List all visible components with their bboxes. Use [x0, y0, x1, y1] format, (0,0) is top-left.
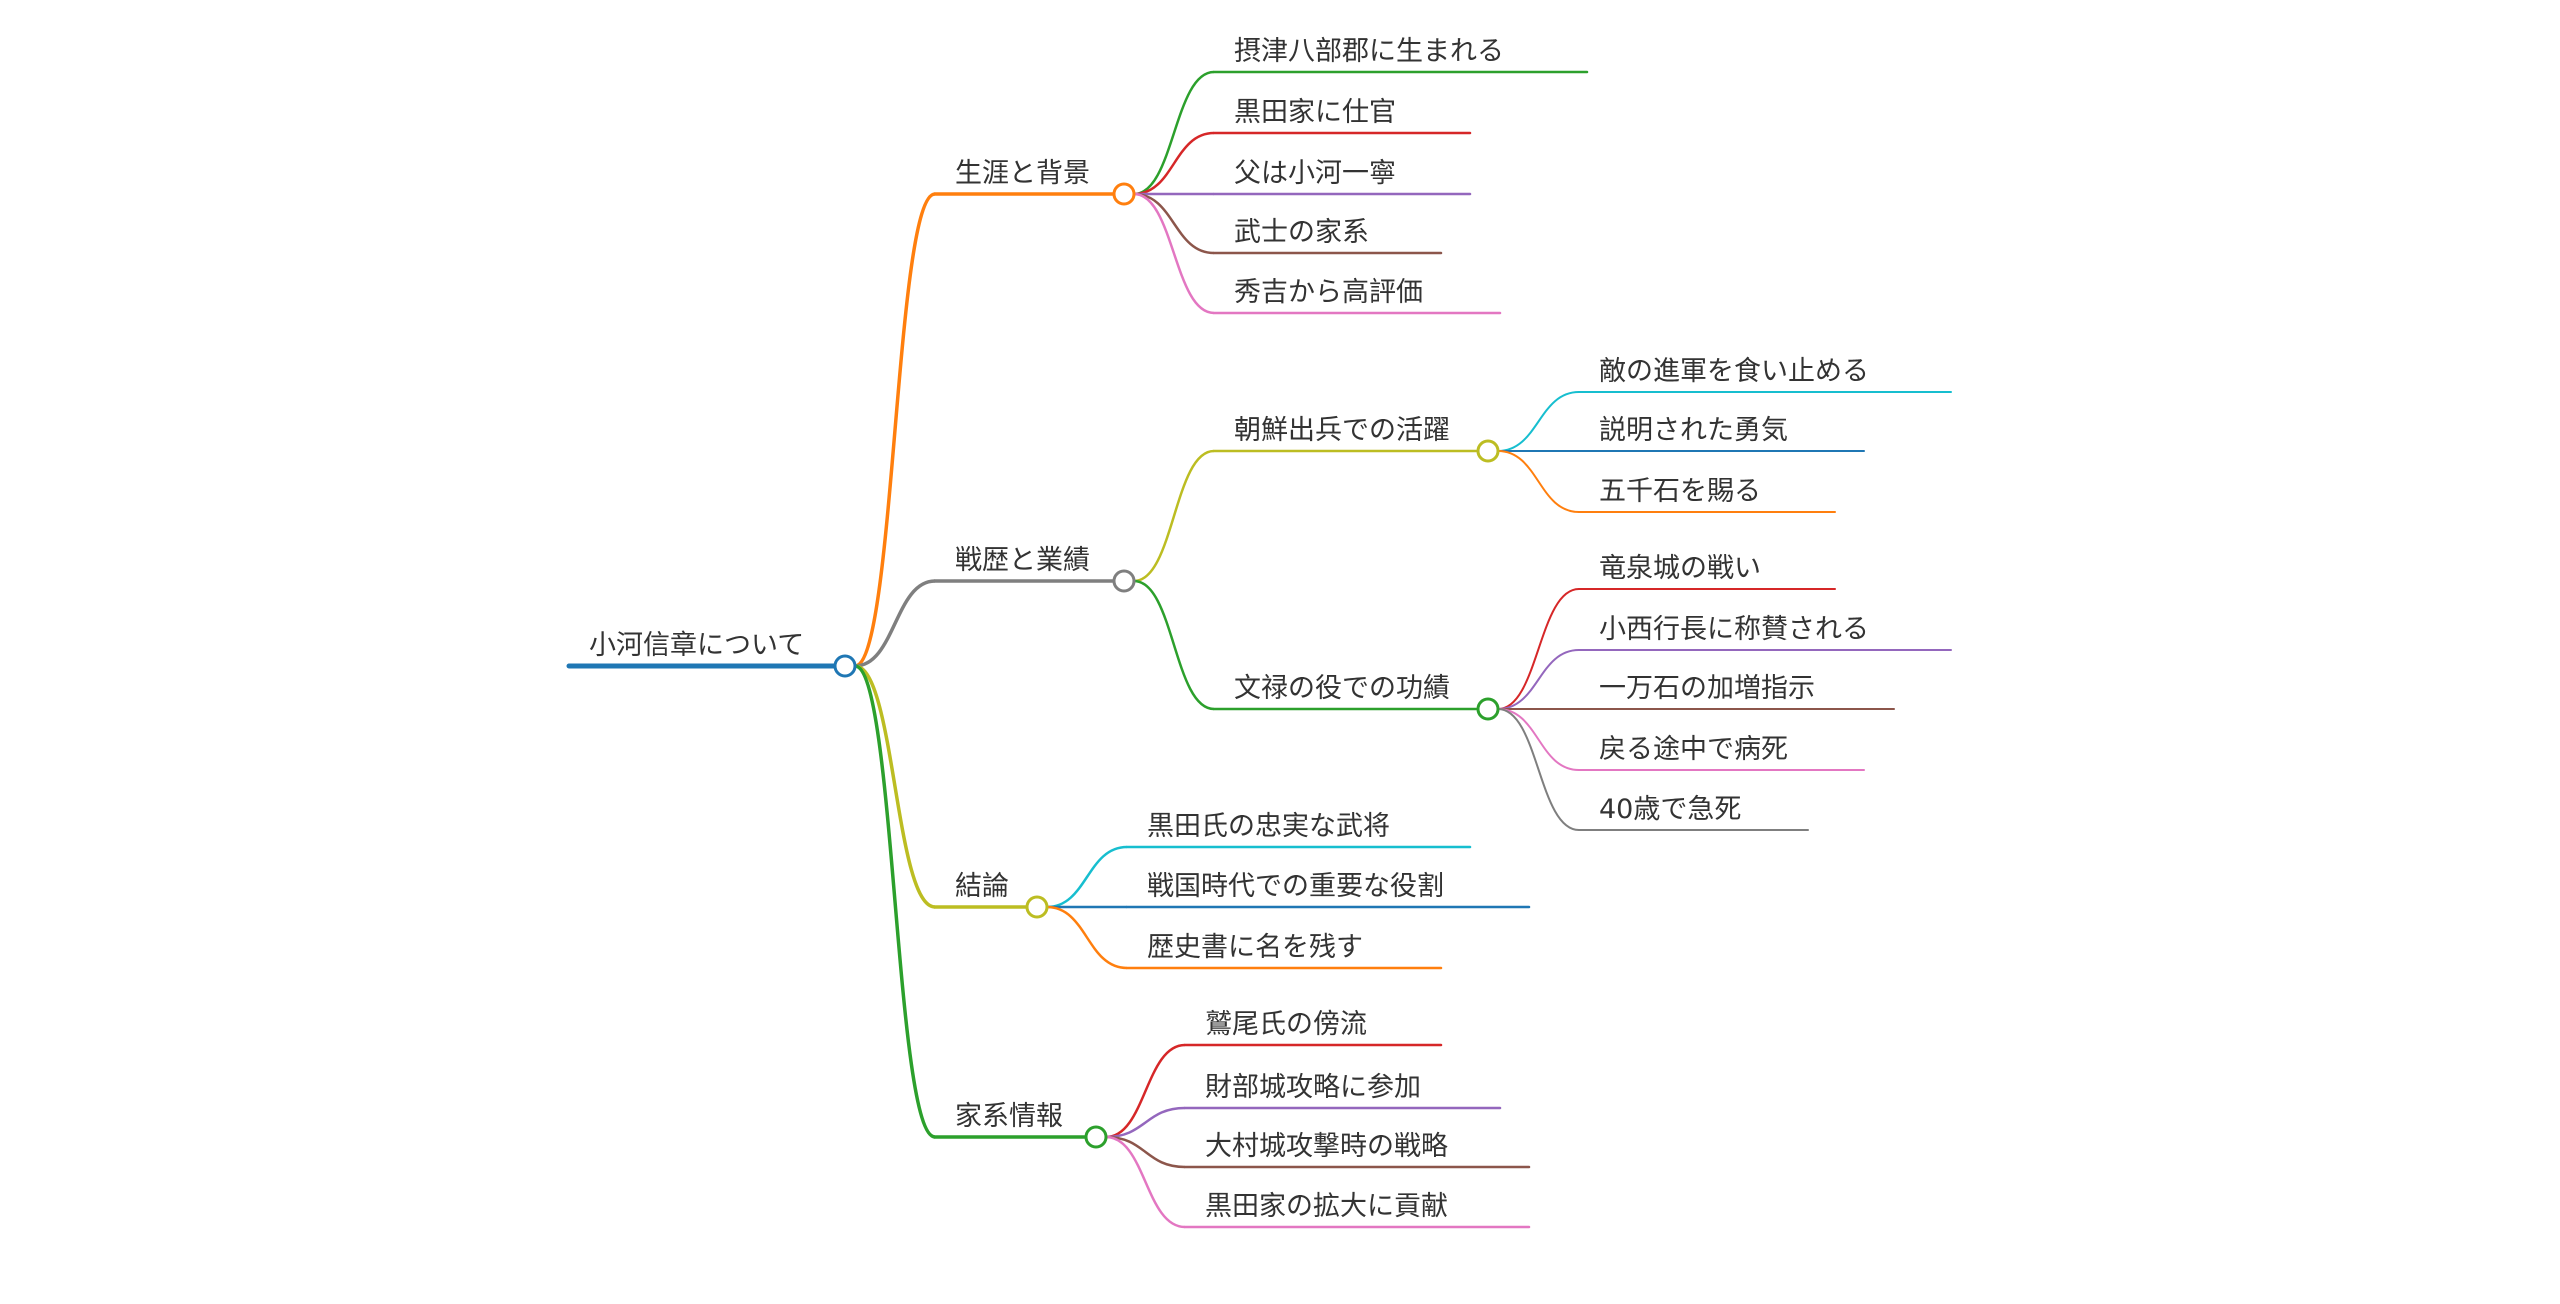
node-label-level2[interactable]: 黒田家に仕官 — [1234, 97, 1396, 128]
branch-connector — [1497, 588, 1580, 710]
collapse-toggle[interactable] — [1084, 1125, 1108, 1149]
branch-connector — [854, 664, 936, 1139]
node-label-level3[interactable]: 説明された勇気 — [1599, 415, 1788, 446]
node-label-level1[interactable]: 結論 — [955, 871, 1009, 902]
node-label-level2[interactable]: 摂津八部郡に生まれる — [1234, 36, 1504, 67]
node-label-level2[interactable]: 戦国時代での重要な役割 — [1147, 871, 1444, 902]
branch-connector — [1497, 450, 1580, 513]
node-label-level3[interactable]: 一万石の加増指示 — [1599, 673, 1815, 704]
branch-connector — [854, 664, 936, 909]
node-label-level3[interactable]: 敵の進軍を食い止める — [1599, 356, 1869, 387]
branch-connector — [1105, 1043, 1186, 1139]
node-label-level0[interactable]: 小河信章について — [589, 630, 804, 661]
node-label-level2[interactable]: 歴史書に名を残す — [1147, 932, 1363, 963]
node-label-level2[interactable]: 大村城攻撃時の戦略 — [1205, 1131, 1448, 1162]
collapse-toggle[interactable] — [1476, 697, 1500, 721]
node-label-level2[interactable]: 財部城攻略に参加 — [1205, 1072, 1421, 1103]
branch-connector — [1497, 649, 1580, 710]
node-label-level3[interactable]: 竜泉城の戦い — [1599, 553, 1761, 584]
branch-connector — [1133, 131, 1215, 196]
branch-connector — [1133, 70, 1215, 196]
branch-connector — [1133, 192, 1215, 255]
branch-connector — [1133, 449, 1215, 583]
branch-connector — [854, 579, 936, 668]
branch-connector — [1105, 1135, 1186, 1229]
node-label-level2[interactable]: 父は小河一寧 — [1234, 158, 1396, 189]
collapse-toggle[interactable] — [1112, 569, 1136, 593]
node-label-level3[interactable]: 40歳で急死 — [1599, 794, 1741, 825]
collapse-toggle[interactable] — [833, 654, 857, 678]
node-label-level2[interactable]: 黒田家の拡大に貢献 — [1205, 1191, 1448, 1222]
node-label-level2[interactable]: 鷲尾氏の傍流 — [1205, 1009, 1367, 1040]
node-label-level2[interactable]: 秀吉から高評価 — [1234, 277, 1423, 308]
branch-connector — [854, 192, 936, 668]
collapse-toggle[interactable] — [1476, 439, 1500, 463]
collapse-toggle[interactable] — [1025, 895, 1049, 919]
node-label-level2[interactable]: 朝鮮出兵での活躍 — [1234, 415, 1450, 446]
node-label-level1[interactable]: 家系情報 — [955, 1101, 1063, 1132]
node-label-level2[interactable]: 黒田氏の忠実な武将 — [1147, 811, 1390, 842]
branch-connector — [1497, 708, 1580, 771]
branch-connector — [1046, 845, 1128, 909]
branch-connector — [1133, 579, 1215, 711]
collapse-toggle[interactable] — [1112, 182, 1136, 206]
branch-connector — [1105, 1106, 1186, 1139]
branch-connector — [1497, 391, 1580, 452]
node-label-level3[interactable]: 戻る途中で病死 — [1599, 734, 1788, 765]
node-label-level1[interactable]: 戦歴と業績 — [955, 545, 1090, 576]
branch-connector — [1046, 905, 1128, 970]
branch-connector — [1105, 1135, 1186, 1169]
node-label-level3[interactable]: 五千石を賜る — [1599, 476, 1761, 507]
branch-connector — [1133, 192, 1215, 315]
branch-connector — [1497, 708, 1580, 831]
node-label-level2[interactable]: 武士の家系 — [1234, 217, 1369, 248]
node-label-level3[interactable]: 小西行長に称賛される — [1599, 614, 1869, 645]
node-label-level2[interactable]: 文禄の役での功績 — [1234, 673, 1450, 704]
node-label-level1[interactable]: 生涯と背景 — [955, 158, 1090, 189]
